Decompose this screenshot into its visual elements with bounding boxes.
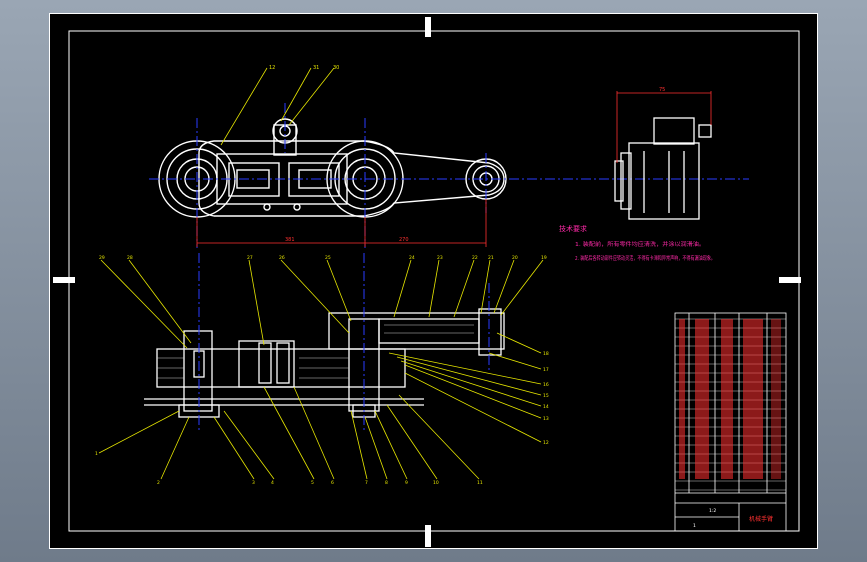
top-view-centerlines (149, 103, 749, 248)
dim-span-left: 381 (285, 237, 295, 243)
r-label-15: 15 (543, 393, 549, 399)
r-label-16: 16 (543, 382, 549, 388)
top-view-dimensions (196, 199, 487, 247)
bom-row-marks (679, 319, 781, 479)
bb-label-1: 1 (95, 451, 98, 457)
bb-label-6: 6 (331, 480, 334, 486)
bt-label-29: 29 (99, 255, 105, 261)
bottom-view (144, 308, 505, 418)
bt-label-20: 20 (512, 255, 518, 261)
bottom-top-leader-labels: 29 28 27 26 25 24 23 22 21 20 19 (99, 255, 547, 261)
bt-label-22: 22 (472, 255, 478, 261)
bb-label-7: 7 (365, 480, 368, 486)
inner-border (68, 30, 800, 532)
drawing-sheet: 381 270 12 31 30 75 技术要求 1. 装配前，所有零件均应清洗… (49, 13, 818, 549)
side-view-dimension (616, 91, 712, 163)
tech-req-title: 技术要求 (559, 224, 587, 233)
bt-label-27: 27 (247, 255, 253, 261)
bottom-bottom-leader-labels: 1 2 3 4 5 6 7 8 9 10 11 (95, 451, 483, 486)
bt-label-28: 28 (127, 255, 133, 261)
tech-req-item-1: 1. 装配前，所有零件均应清洗，并涂以润滑油。 (575, 240, 705, 248)
bottom-hatch (157, 324, 474, 379)
center-mark-right (779, 277, 801, 283)
bb-label-8: 8 (385, 480, 388, 486)
top-leader-30: 30 (333, 65, 339, 71)
r-label-12: 12 (543, 440, 549, 446)
r-label-17: 17 (543, 367, 549, 373)
bt-label-26: 26 (279, 255, 285, 261)
tech-req-item-2: 2. 装配后各转动部件应转动灵活，不得有卡滞和异常声响，不得有漏油现象。 (575, 254, 715, 262)
bt-label-21: 21 (488, 255, 494, 261)
bb-label-9: 9 (405, 480, 408, 486)
title-block-scale: 1:2 (709, 508, 716, 514)
title-block-sheet: 1 (693, 523, 696, 529)
right-leaders (388, 332, 542, 443)
assembly-drawing: 381 270 12 31 30 75 技术要求 1. 装配前，所有零件均应清洗… (49, 13, 818, 549)
side-view-motor (614, 117, 712, 220)
r-label-13: 13 (543, 416, 549, 422)
bt-label-24: 24 (409, 255, 415, 261)
outer-frame (49, 13, 818, 549)
bb-label-11: 11 (477, 480, 483, 486)
r-label-14: 14 (543, 404, 549, 410)
top-leader-31: 31 (313, 65, 319, 71)
bt-label-23: 23 (437, 255, 443, 261)
r-label-18: 18 (543, 351, 549, 357)
bb-label-3: 3 (252, 480, 255, 486)
dim-span-right: 270 (399, 237, 409, 243)
center-mark-bottom (425, 525, 431, 547)
bottom-bottom-leaders (98, 386, 480, 480)
bb-label-10: 10 (433, 480, 439, 486)
top-view (158, 118, 507, 218)
top-leaders (220, 67, 335, 146)
bottom-top-leaders (100, 259, 544, 349)
top-leader-12: 12 (269, 65, 275, 71)
center-mark-top (425, 17, 431, 37)
center-mark-left (53, 277, 75, 283)
bb-label-2: 2 (157, 480, 160, 486)
bb-label-4: 4 (271, 480, 274, 486)
bt-label-19: 19 (541, 255, 547, 261)
bt-label-25: 25 (325, 255, 331, 261)
right-leader-labels: 18 17 16 15 14 13 12 (543, 351, 549, 446)
title-block-title: 机械手臂 (749, 515, 773, 523)
bb-label-5: 5 (311, 480, 314, 486)
dim-top-width: 75 (659, 87, 665, 93)
bottom-centerlines (198, 253, 490, 433)
